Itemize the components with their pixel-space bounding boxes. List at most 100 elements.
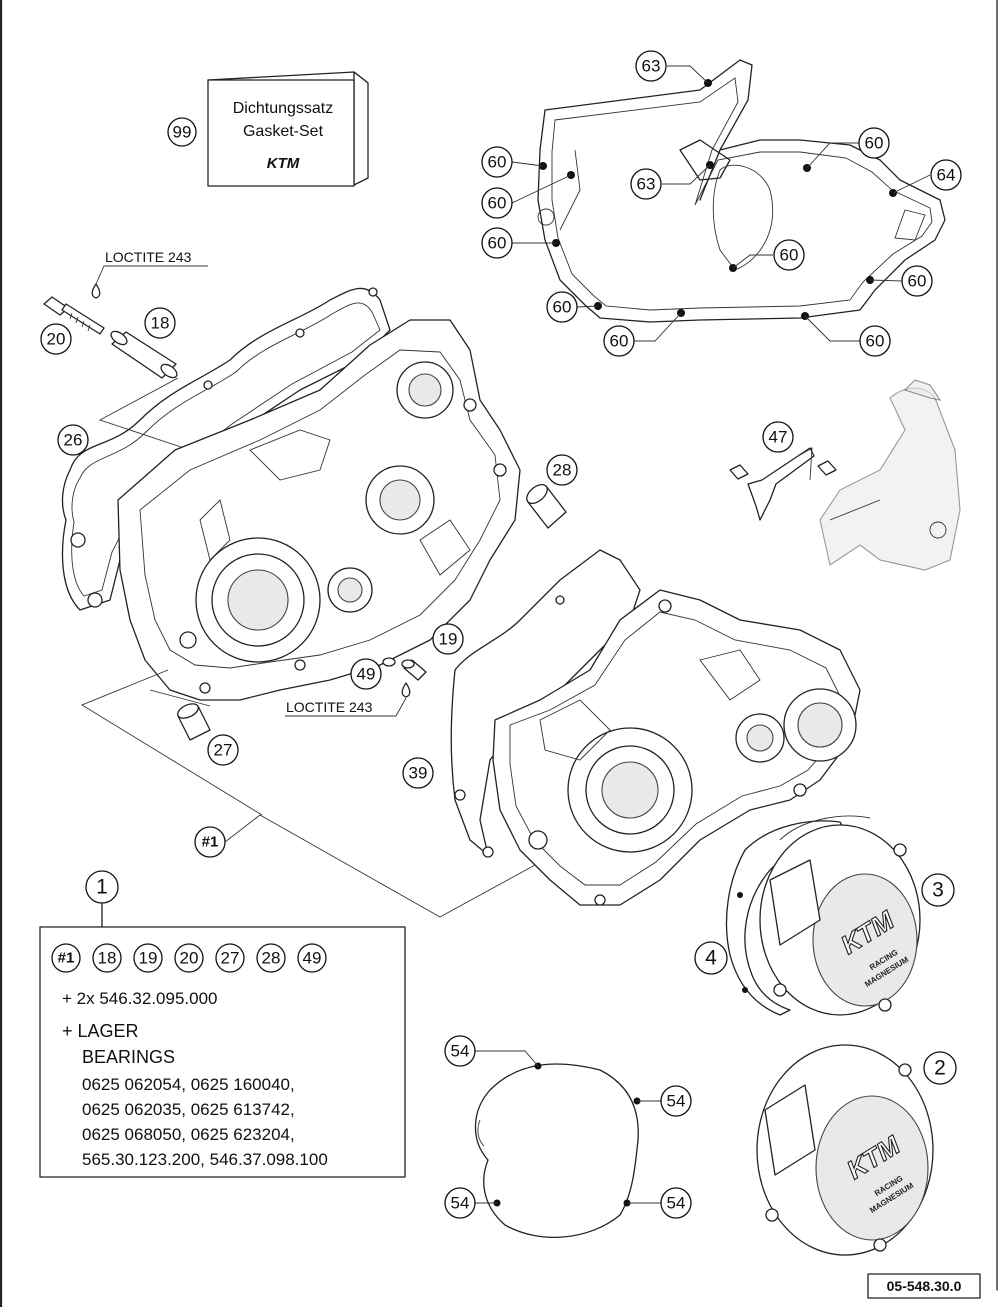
legend-part-4: 20 — [174, 943, 204, 973]
legend-part-1: #1 — [51, 943, 81, 973]
callout-64[interactable]: 64 — [930, 159, 962, 191]
legend-line-screws: + 2x 546.32.095.000 — [62, 989, 218, 1008]
screw-19 — [401, 659, 427, 681]
callout-19[interactable]: 19 — [432, 623, 464, 655]
callout-39[interactable]: 39 — [402, 757, 434, 789]
callout-60-3[interactable]: 60 — [481, 227, 513, 259]
callout-18[interactable]: 18 — [144, 307, 176, 339]
legend-bearing-row-4: 565.30.123.200, 546.37.098.100 — [82, 1150, 328, 1169]
assembly-line-18 — [98, 377, 191, 451]
legend-part-2: 18 — [92, 943, 122, 973]
gasket-set-title-en: Gasket-Set — [243, 123, 324, 140]
svg-text:49: 49 — [357, 665, 376, 684]
svg-text:63: 63 — [642, 57, 661, 76]
assembly-line-set1 — [259, 814, 536, 918]
svg-text:60: 60 — [488, 153, 507, 172]
callout-60-4[interactable]: 60 — [546, 291, 578, 323]
legend-part-5: 27 — [215, 943, 245, 973]
callout-60-2[interactable]: 60 — [481, 187, 513, 219]
loctite-label-top: LOCTITE 243 — [91, 249, 208, 299]
ignition-cover-2 — [756, 1044, 934, 1256]
legend-part-7: 49 — [297, 943, 327, 973]
water-pump-guard-reference — [819, 379, 961, 571]
svg-text:60: 60 — [488, 234, 507, 253]
svg-text:64: 64 — [937, 166, 956, 185]
svg-text:#1: #1 — [202, 834, 219, 851]
callout-54-4[interactable]: 54 — [660, 1187, 692, 1219]
loctite-label-bottom: LOCTITE 243 — [285, 682, 411, 717]
legend-bearing-row-1: 0625 062054, 0625 160040, — [82, 1075, 295, 1094]
svg-text:60: 60 — [780, 246, 799, 265]
sleeve-part — [110, 330, 178, 379]
svg-text:60: 60 — [610, 332, 629, 351]
svg-text:LOCTITE 243: LOCTITE 243 — [105, 249, 192, 265]
callout-60-6[interactable]: 60 — [859, 325, 891, 357]
gasket-set-title-de: Dichtungssatz — [233, 100, 334, 117]
legend-line-lager: + LAGER — [62, 1021, 139, 1041]
bolt-part — [43, 296, 105, 335]
svg-text:19: 19 — [439, 630, 458, 649]
ktm-logo: KTM — [267, 155, 300, 172]
document-id: 05-548.30.0 — [867, 1273, 981, 1299]
gasket-set-box: Dichtungssatz Gasket-Set KTM — [207, 71, 369, 187]
svg-text:54: 54 — [667, 1194, 686, 1213]
callout-60-top[interactable]: 60 — [858, 127, 890, 159]
svg-text:05-548.30.0: 05-548.30.0 — [887, 1278, 962, 1294]
callout-60-8[interactable]: 60 — [773, 239, 805, 271]
callout-99[interactable]: 99 — [167, 117, 197, 147]
ignition-cover-3 — [759, 815, 921, 1016]
assembly-line-27 — [81, 669, 263, 816]
svg-text:28: 28 — [262, 949, 281, 968]
callout-60-1[interactable]: 60 — [481, 146, 513, 178]
callout-60-5[interactable]: 60 — [603, 325, 635, 357]
callout-54-2[interactable]: 54 — [660, 1085, 692, 1117]
svg-text:54: 54 — [451, 1194, 470, 1213]
svg-text:20: 20 — [47, 330, 66, 349]
svg-text:28: 28 — [553, 461, 572, 480]
svg-text:60: 60 — [908, 272, 927, 291]
callout-3[interactable]: 3 — [921, 873, 955, 907]
svg-text:60: 60 — [865, 134, 884, 153]
left-crankcase-gasket — [61, 287, 391, 611]
svg-text:60: 60 — [866, 332, 885, 351]
callout-63-top[interactable]: 63 — [635, 50, 667, 82]
svg-text:20: 20 — [180, 949, 199, 968]
callout-2[interactable]: 2 — [923, 1051, 957, 1085]
callout-54-3[interactable]: 54 — [444, 1187, 476, 1219]
svg-text:3: 3 — [932, 879, 944, 902]
callout-set-1[interactable]: #1 — [194, 826, 226, 858]
svg-text:27: 27 — [214, 741, 233, 760]
svg-text:4: 4 — [705, 947, 717, 970]
ignition-cover-gasket-4 — [725, 820, 851, 1016]
callout-1[interactable]: 1 — [85, 870, 119, 904]
svg-text:49: 49 — [303, 949, 322, 968]
callout-63-inner[interactable]: 63 — [630, 168, 662, 200]
callout-20[interactable]: 20 — [40, 323, 72, 355]
svg-text:60: 60 — [488, 194, 507, 213]
bracket-47 — [729, 447, 837, 521]
bushing-27 — [177, 703, 211, 741]
svg-text:99: 99 — [173, 123, 192, 142]
legend-part-6: 28 — [256, 943, 286, 973]
callout-28[interactable]: 28 — [546, 454, 578, 486]
gasket-leaders — [511, 65, 931, 342]
callout-4[interactable]: 4 — [694, 941, 728, 975]
svg-text:54: 54 — [451, 1042, 470, 1061]
legend-line-bearings: BEARINGS — [82, 1047, 175, 1067]
callout-54-1[interactable]: 54 — [444, 1035, 476, 1067]
callout-47[interactable]: 47 — [762, 421, 794, 453]
legend-bearing-row-3: 0625 068050, 0625 623204, — [82, 1125, 295, 1144]
svg-text:27: 27 — [221, 949, 240, 968]
svg-text:18: 18 — [151, 314, 170, 333]
callout-26[interactable]: 26 — [57, 424, 89, 456]
svg-text:54: 54 — [667, 1092, 686, 1111]
svg-text:63: 63 — [637, 175, 656, 194]
callout-60-7[interactable]: 60 — [901, 265, 933, 297]
legend-box: #1 18 19 20 27 28 — [39, 926, 406, 1178]
svg-text:LOCTITE 243: LOCTITE 243 — [286, 699, 373, 715]
callout-49[interactable]: 49 — [350, 658, 382, 690]
callout-27[interactable]: 27 — [207, 734, 239, 766]
gasket-54 — [474, 1062, 641, 1238]
